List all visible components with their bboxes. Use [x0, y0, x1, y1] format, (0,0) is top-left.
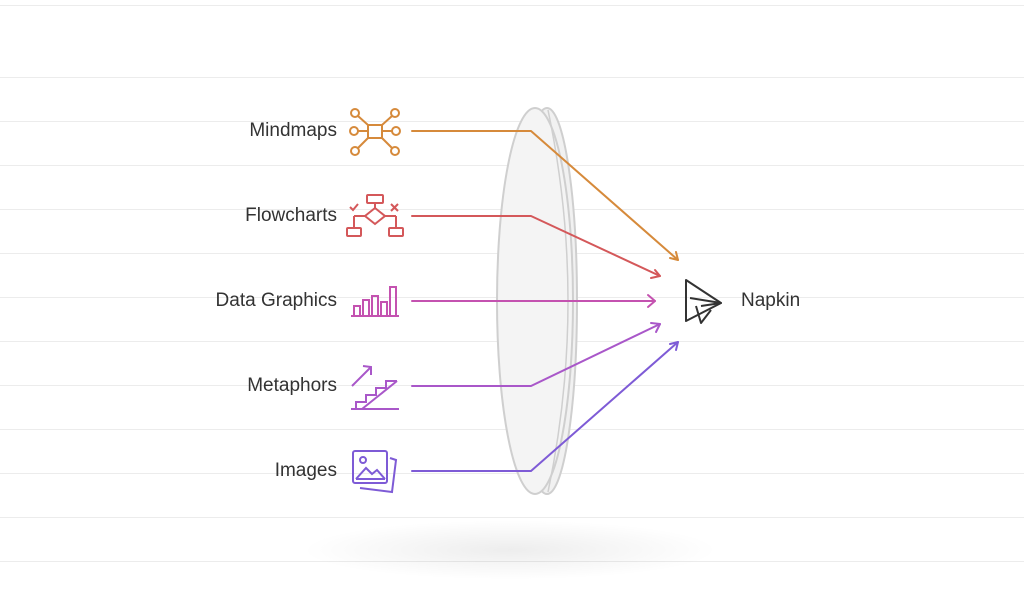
target-label-napkin: Napkin — [741, 290, 801, 311]
image-gallery-icon — [352, 450, 398, 494]
arrow-images — [411, 341, 679, 472]
arrow-flowcharts — [411, 215, 661, 279]
arrow-data-graphics — [411, 294, 656, 308]
arrow-mindmaps — [411, 130, 679, 261]
mindmap-icon — [349, 108, 401, 156]
lens-shadow — [300, 520, 720, 580]
flowchart-icon — [346, 194, 404, 237]
paper-airplane-icon — [685, 279, 722, 324]
input-label-mindmaps: Mindmaps — [249, 120, 337, 141]
input-label-data-graphics: Data Graphics — [215, 290, 337, 311]
bar-chart-icon — [351, 286, 399, 317]
input-label-flowcharts: Flowcharts — [245, 205, 337, 226]
input-label-images: Images — [274, 460, 337, 481]
stairs-arrow-icon — [351, 365, 399, 410]
input-label-metaphors: Metaphors — [247, 375, 337, 396]
arrow-metaphors — [411, 322, 661, 387]
